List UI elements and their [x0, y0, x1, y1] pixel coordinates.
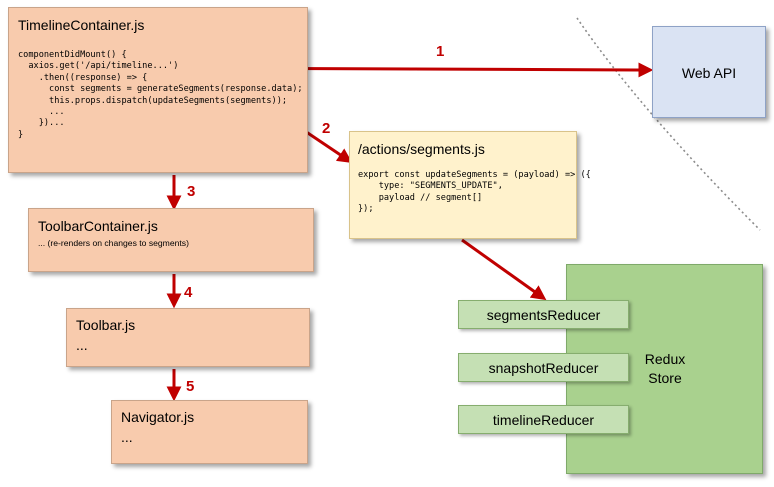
timeline-container-code: componentDidMount() { axios.get('/api/ti… [18, 50, 303, 140]
actions-segments-title: /actions/segments.js [358, 141, 485, 157]
toolbar-container-note: ... (re-renders on changes to segments) [38, 238, 189, 248]
segments-reducer-box: segmentsReducer [458, 300, 629, 329]
navigator-box: Navigator.js ... [111, 400, 308, 464]
toolbar-container-title: ToolbarContainer.js [38, 218, 158, 234]
timeline-reducer-box: timelineReducer [458, 405, 629, 434]
arrow-action-to-reducer [461, 238, 547, 301]
timeline-container-title: TimelineContainer.js [18, 17, 145, 33]
web-api-box: Web API [652, 26, 766, 118]
navigator-body: ... [121, 429, 133, 445]
timeline-container-box: TimelineContainer.js componentDidMount()… [8, 7, 308, 173]
redux-store-label: Redux Store [644, 351, 686, 386]
step-number-5: 5 [186, 378, 195, 395]
toolbar-body: ... [76, 337, 88, 353]
actions-segments-box: /actions/segments.js export const update… [349, 131, 591, 239]
timeline-reducer-label: timelineReducer [492, 412, 595, 428]
segments-reducer-label: segmentsReducer [486, 307, 601, 323]
step-number-4: 4 [184, 284, 193, 301]
actions-segments-code: export const updateSegments = (payload) … [358, 170, 591, 215]
step-number-2: 2 [322, 120, 331, 137]
snapshot-reducer-label: snapshotReducer [488, 360, 599, 376]
step-number-3: 3 [187, 183, 196, 200]
toolbar-container-box: ToolbarContainer.js ... (re-renders on c… [28, 208, 314, 272]
navigator-title: Navigator.js [121, 409, 195, 425]
snapshot-reducer-box: snapshotReducer [458, 353, 629, 382]
toolbar-title: Toolbar.js [76, 317, 136, 333]
step-number-1: 1 [436, 43, 445, 60]
web-api-label: Web API [681, 65, 737, 81]
toolbar-box: Toolbar.js ... [66, 308, 310, 367]
